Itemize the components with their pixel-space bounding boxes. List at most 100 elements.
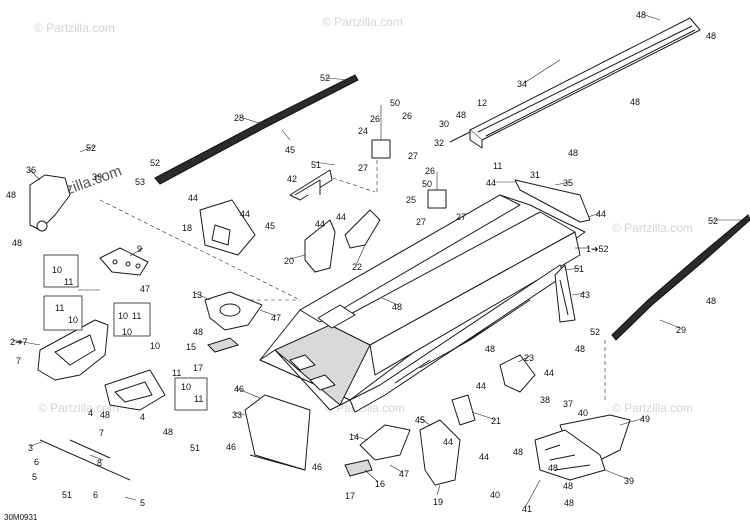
callout-c44f: 44	[596, 209, 606, 219]
callout-c48o: 48	[513, 447, 523, 457]
callout-c50b: 50	[422, 179, 432, 189]
callout-c44d: 44	[336, 212, 346, 222]
callout-c43: 43	[580, 290, 590, 300]
callout-c44a: 44	[486, 178, 496, 188]
callout-c3: 3	[28, 443, 33, 453]
callout-c16: 16	[375, 479, 385, 489]
callout-c44e: 44	[315, 219, 325, 229]
callout-c45b: 45	[265, 221, 275, 231]
callout-c48l: 48	[575, 344, 585, 354]
callout-c53: 53	[135, 177, 145, 187]
callout-c10c: 10	[118, 311, 128, 321]
bracket-23	[499, 354, 536, 393]
callout-c51a: 51	[311, 160, 321, 170]
callout-c48i: 48	[392, 302, 402, 312]
callout-c48b: 48	[706, 31, 716, 41]
pin-32	[449, 131, 471, 143]
assembly-24	[371, 105, 391, 159]
callout-c26a: 26	[370, 114, 380, 124]
pad-15	[207, 337, 240, 353]
callout-c13: 13	[192, 290, 202, 300]
bracket-35	[514, 179, 591, 223]
callout-c31: 31	[530, 170, 540, 180]
callout-c6b: 6	[93, 490, 98, 500]
callout-c18: 18	[182, 223, 192, 233]
callout-c10d: 10	[122, 327, 132, 337]
diagram-reference-code: 30M0931	[4, 513, 38, 522]
bracket-36	[29, 174, 71, 232]
watermark-top-left: © Partzilla.com	[34, 21, 115, 35]
callout-c46b: 46	[226, 442, 236, 452]
callout-c44c: 44	[240, 209, 250, 219]
callout-c47c: 47	[399, 469, 409, 479]
callout-c27b: 27	[358, 163, 368, 173]
arm-22	[344, 209, 381, 249]
bar-3	[39, 439, 131, 481]
callout-c9: 9	[137, 244, 142, 254]
callout-c25: 25	[406, 195, 416, 205]
callout-c48e: 48	[568, 148, 578, 158]
callout-c19: 19	[433, 497, 443, 507]
callout-c22: 22	[352, 262, 362, 272]
watermark-bottom-right: © Partzilla.com	[612, 401, 693, 415]
callout-c52d: 52	[708, 216, 718, 226]
callout-c32: 32	[434, 138, 444, 148]
callout-c4b: 4	[140, 412, 145, 422]
callout-c34: 34	[517, 79, 527, 89]
callout-c5b: 5	[140, 498, 145, 508]
plate-9	[99, 247, 149, 276]
assembly-guide-line	[99, 199, 301, 301]
callout-c48g: 48	[12, 238, 22, 248]
bracket-14	[359, 424, 411, 461]
callout-c48h: 48	[706, 296, 716, 306]
callout-c21: 21	[491, 416, 501, 426]
callout-c28: 28	[234, 113, 244, 123]
strip-28	[154, 74, 359, 185]
callout-c42: 42	[287, 174, 297, 184]
watermark-bottom-center: © Partzilla.com	[324, 401, 405, 415]
callout-c51b: 51	[574, 264, 584, 274]
callout-c33: 33	[232, 410, 242, 420]
callout-c23: 23	[524, 353, 534, 363]
callout-c35: 35	[563, 178, 573, 188]
mount-13	[204, 291, 263, 331]
callout-c14: 14	[349, 432, 359, 442]
callout-c45a: 45	[285, 145, 295, 155]
callout-c48c: 48	[630, 97, 640, 107]
callout-c44b: 44	[188, 193, 198, 203]
bracket-42	[289, 169, 333, 201]
callout-c50a: 50	[390, 98, 400, 108]
strip-29	[611, 214, 750, 341]
callout-c48f: 48	[6, 190, 16, 200]
callout-c44j: 44	[479, 452, 489, 462]
callout-c48r: 48	[564, 498, 574, 508]
callout-c52c: 52	[150, 158, 160, 168]
callout-c44h: 44	[544, 368, 554, 378]
callout-c37: 37	[563, 399, 573, 409]
callout-c26c: 26	[425, 166, 435, 176]
panel-33	[244, 394, 311, 471]
tunnel-chassis-1	[259, 194, 586, 413]
callout-c2: 2➔7	[10, 337, 28, 347]
callout-c45c: 45	[415, 415, 425, 425]
callout-c15: 15	[186, 342, 196, 352]
watermark-right: © Partzilla.com	[612, 221, 693, 235]
callout-c38: 38	[540, 395, 550, 405]
callout-c44i: 44	[443, 437, 453, 447]
callout-c12: 12	[477, 98, 487, 108]
callout-c41: 41	[522, 504, 532, 514]
frame-2-7	[37, 319, 109, 381]
callout-c5a: 5	[32, 472, 37, 482]
watermark-top-center: © Partzilla.com	[322, 15, 403, 29]
callout-c11c: 11	[132, 311, 141, 321]
rail-34	[469, 17, 701, 149]
hardware-box-11-10	[43, 295, 83, 331]
assembly-guide-line	[332, 177, 376, 193]
callout-c48p: 48	[548, 463, 558, 473]
callout-c48k: 48	[485, 344, 495, 354]
callout-c47b: 47	[271, 313, 281, 323]
callout-c40a: 40	[578, 408, 588, 418]
assembly-25	[427, 172, 447, 209]
